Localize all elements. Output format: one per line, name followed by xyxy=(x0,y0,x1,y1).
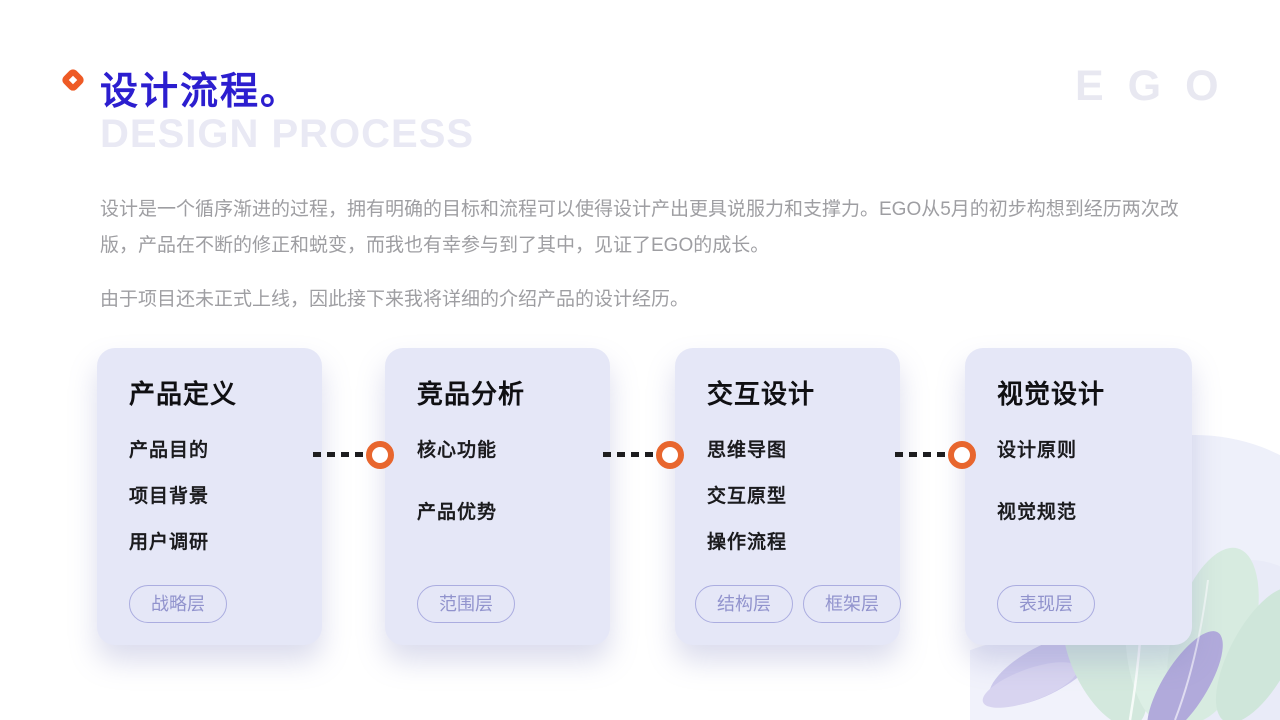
card-item: 产品优势 xyxy=(417,502,498,523)
page-title: 设计流程。 xyxy=(100,71,301,113)
card-item: 操作流程 xyxy=(707,532,788,553)
card-visual-design: 视觉设计 设计原则 视觉规范 表现层 xyxy=(965,348,1192,645)
card-title: 视觉设计 xyxy=(997,379,1106,409)
card-item: 用户调研 xyxy=(129,532,210,553)
card-item: 设计原则 xyxy=(997,440,1078,461)
card-tag-row: 战略层 xyxy=(129,585,227,623)
card-item: 产品目的 xyxy=(129,440,210,461)
card-competitor-analysis: 竞品分析 核心功能 产品优势 范围层 xyxy=(385,348,610,645)
tag-strategy-layer: 战略层 xyxy=(129,585,227,623)
card-tag-row: 结构层 框架层 xyxy=(695,585,901,623)
card-item: 视觉规范 xyxy=(997,502,1078,523)
brand-watermark: EGO xyxy=(1075,62,1243,110)
connector-node-icon xyxy=(948,441,976,469)
card-item-list: 设计原则 视觉规范 xyxy=(997,438,1192,526)
card-item: 思维导图 xyxy=(707,440,788,461)
card-tag-row: 表现层 xyxy=(997,585,1095,623)
tag-scope-layer: 范围层 xyxy=(417,585,515,623)
intro-text: 设计是一个循序渐进的过程，拥有明确的目标和流程可以使得设计产出更具说服力和支撑力… xyxy=(100,192,1208,318)
tag-framework-layer: 框架层 xyxy=(803,585,901,623)
card-item: 项目背景 xyxy=(129,486,210,507)
tag-structure-layer: 结构层 xyxy=(695,585,793,623)
connector-dashes xyxy=(895,452,948,457)
card-interaction-design: 交互设计 思维导图 交互原型 操作流程 结构层 框架层 xyxy=(675,348,901,645)
intro-paragraph-2: 由于项目还未正式上线，因此接下来我将详细的介绍产品的设计经历。 xyxy=(100,289,690,310)
card-title: 竞品分析 xyxy=(417,379,526,409)
intro-paragraph-1: 设计是一个循序渐进的过程，拥有明确的目标和流程可以使得设计产出更具说服力和支撑力… xyxy=(100,199,1179,256)
connector-node-icon xyxy=(656,441,684,469)
card-item-list: 核心功能 产品优势 xyxy=(417,438,610,526)
connector-dashes xyxy=(603,452,656,457)
card-title: 产品定义 xyxy=(129,379,238,409)
tag-presentation-layer: 表现层 xyxy=(997,585,1095,623)
card-tag-row: 范围层 xyxy=(417,585,515,623)
card-item: 交互原型 xyxy=(707,486,788,507)
card-item-list: 产品目的 项目背景 用户调研 xyxy=(129,438,322,556)
card-item-list: 思维导图 交互原型 操作流程 xyxy=(707,438,900,556)
page-subtitle: DESIGN PROCESS xyxy=(100,112,475,156)
card-title: 交互设计 xyxy=(707,379,816,409)
diamond-icon xyxy=(60,67,86,93)
connector-dashes xyxy=(313,452,366,457)
card-product-definition: 产品定义 产品目的 项目背景 用户调研 战略层 xyxy=(97,348,322,645)
connector-node-icon xyxy=(366,441,394,469)
card-item: 核心功能 xyxy=(417,440,498,461)
